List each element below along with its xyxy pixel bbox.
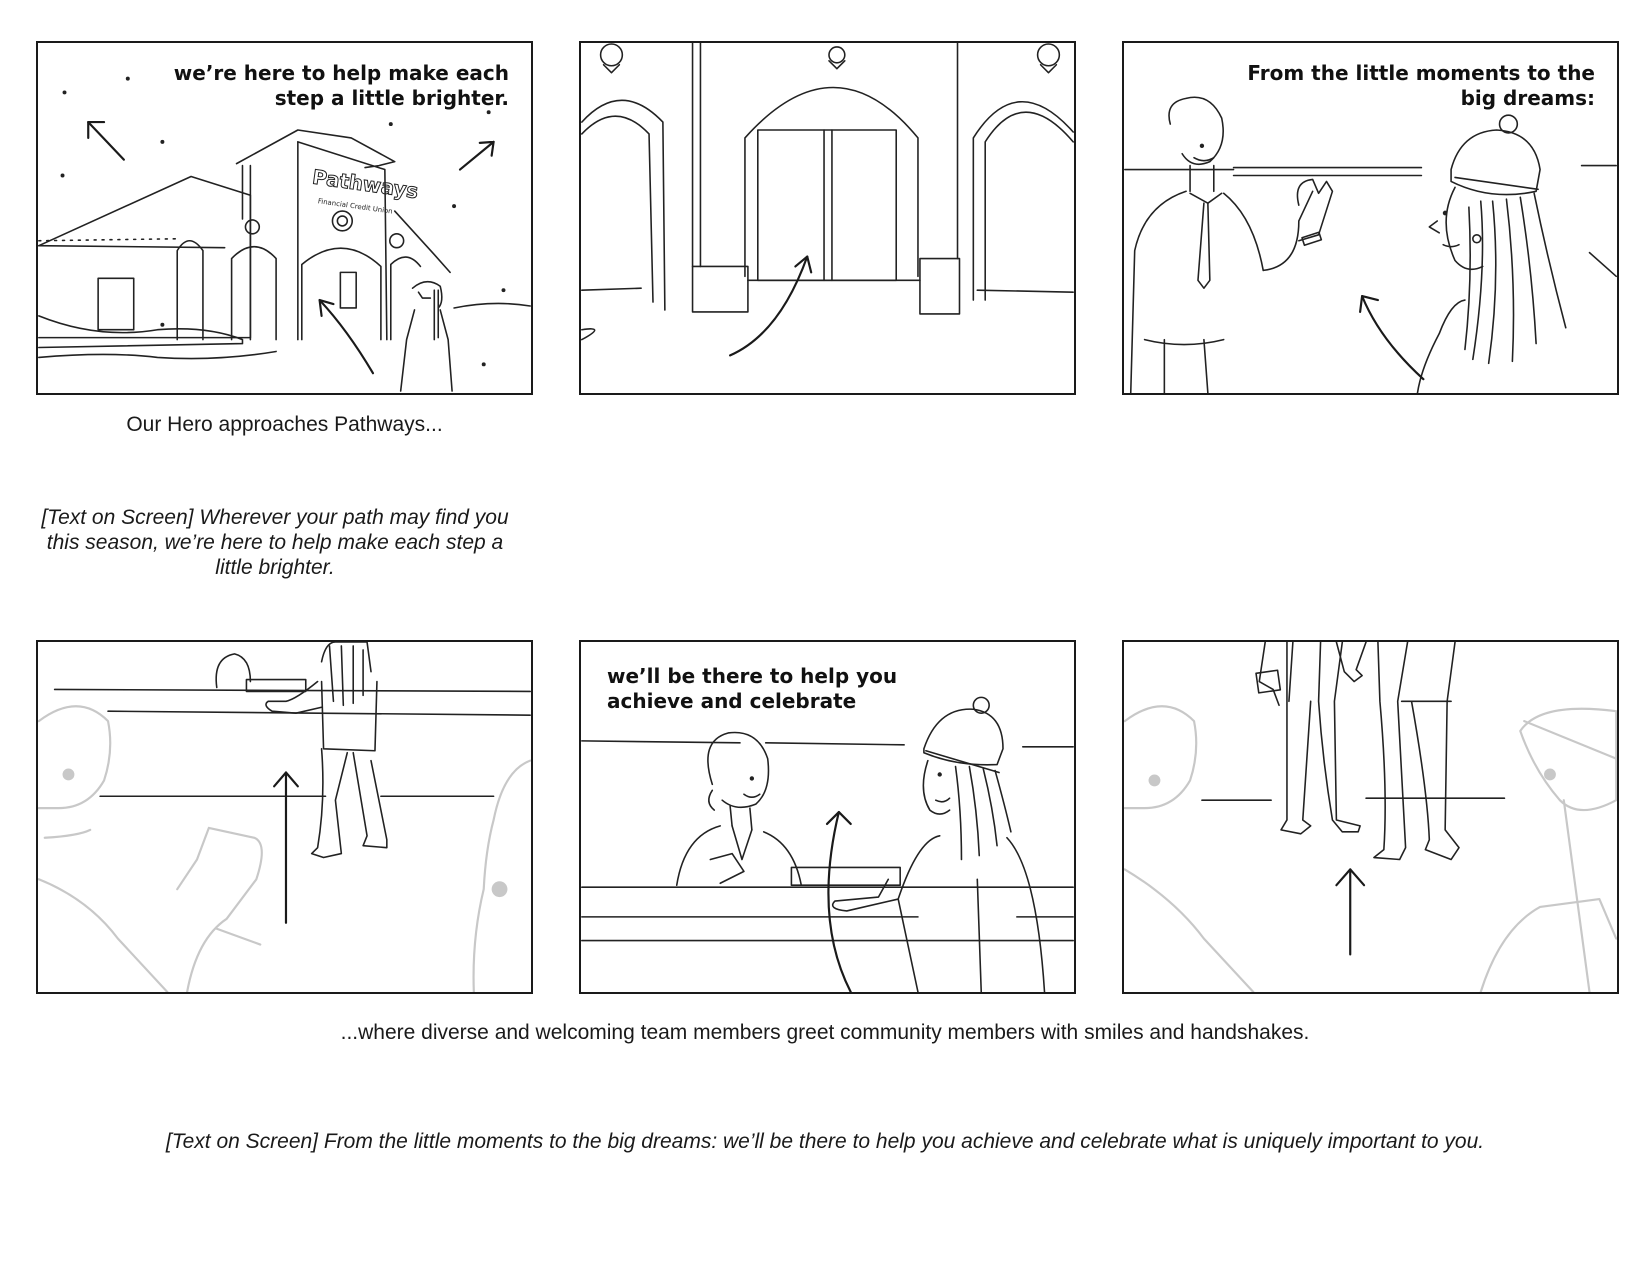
building-exterior-sketch: Pathways Financial Credit Union: [38, 76, 531, 392]
teller-interaction-sketch: [581, 696, 1074, 992]
walking-to-counter-sketch: [38, 642, 531, 992]
row-2-action-caption: ...where diverse and welcoming team memb…: [340, 1021, 1310, 1044]
row-1-action-caption: Our Hero approaches Pathways...: [126, 413, 443, 436]
storyboard-panel-4: [36, 640, 533, 994]
storyboard-panel-2: [579, 41, 1076, 395]
panel-3-overlay-text: From the little moments to the big dream…: [1247, 61, 1595, 110]
row-1-text-on-screen: [Text on Screen] Wherever your path may …: [41, 506, 509, 579]
storyboard-panel-1: Pathways Financial Credit Union we’re he…: [36, 41, 533, 395]
storyboard-panel-5: we’ll be there to help you achieve and c…: [579, 640, 1076, 994]
panel-5-overlay-text: we’ll be there to help you achieve and c…: [607, 664, 898, 713]
storyboard-panel-6: [1122, 640, 1619, 994]
panel-1-overlay-text: we’re here to help make each step a litt…: [173, 61, 509, 110]
greeting-sketch: [1124, 96, 1617, 393]
row-2-text-on-screen: [Text on Screen] From the little moments…: [165, 1130, 1485, 1153]
storyboard-panel-3: From the little moments to the big dream…: [1122, 41, 1619, 395]
front-doors-sketch: [581, 43, 1074, 357]
sign-subtitle: Financial Credit Union: [317, 197, 393, 215]
team-members-sketch: [1124, 642, 1617, 992]
